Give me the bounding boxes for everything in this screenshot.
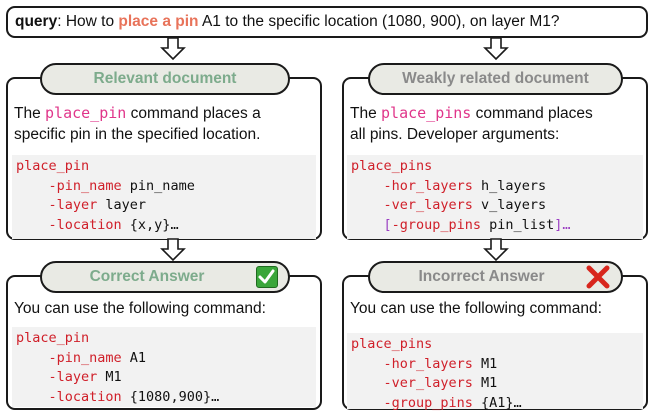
- correct-answer-text: You can use the following command:: [14, 300, 266, 317]
- check-mark-icon: [256, 266, 278, 288]
- weakly-related-document-code: place_pins -hor_layers h_layers -ver_lay…: [347, 155, 643, 239]
- weakly-related-document-description: The place_pins command places all pins. …: [350, 104, 593, 143]
- relevant-document-header: Relevant document: [40, 63, 290, 95]
- relevant-document-description: The place_pin command places a specific …: [14, 104, 261, 143]
- arrow-down-icon: [483, 37, 509, 61]
- cross-mark-icon: [586, 265, 610, 289]
- correct-answer-code: place_pin -pin_name A1 -layer M1 -locati…: [12, 327, 316, 407]
- query-action: place a pin: [118, 13, 199, 30]
- incorrect-answer-text: You can use the following command:: [350, 300, 602, 317]
- query-box: query: How to place a pin A1 to the spec…: [6, 6, 648, 38]
- arrow-down-icon: [160, 238, 186, 262]
- weakly-related-document-header: Weakly related document: [368, 63, 623, 95]
- command-name: place_pins: [381, 104, 472, 122]
- command-name: place_pin: [45, 104, 127, 122]
- query-label: query: [15, 13, 58, 30]
- relevant-document-code: place_pin -pin_name pin_name -layer laye…: [12, 155, 316, 239]
- incorrect-answer-code: place_pins -hor_layers M1 -ver_layers M1…: [347, 333, 643, 411]
- arrow-down-icon: [160, 37, 186, 61]
- arrow-down-icon: [483, 238, 509, 262]
- query-rest: A1 to the specific location (1080, 900),…: [198, 13, 560, 30]
- incorrect-answer-header: Incorrect Answer: [368, 261, 623, 293]
- query-sep: : How to: [57, 13, 119, 30]
- correct-answer-header: Correct Answer: [40, 261, 290, 293]
